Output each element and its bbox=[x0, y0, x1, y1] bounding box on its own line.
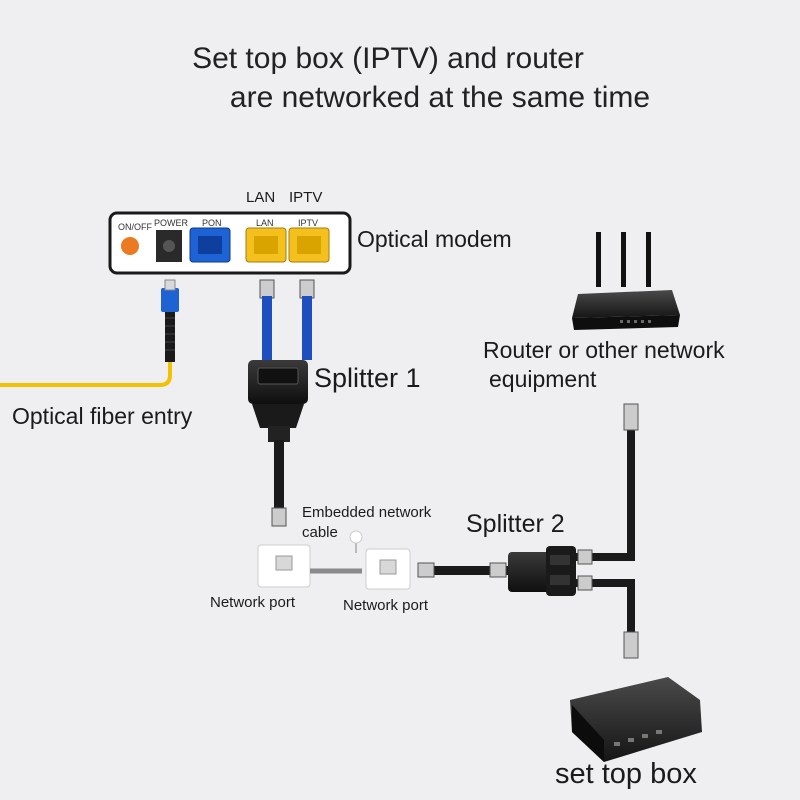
diagram-title-line1: Set top box (IPTV) and router bbox=[192, 42, 584, 75]
set-top-box-icon bbox=[570, 677, 702, 762]
embedded-cable-pin bbox=[349, 530, 363, 553]
cable-splitter1-to-port bbox=[271, 440, 287, 527]
router-label-line1: Router or other network bbox=[483, 337, 725, 363]
blue-patch-cables bbox=[259, 279, 315, 360]
network-port-2 bbox=[365, 548, 411, 590]
lan-port-header: LAN bbox=[246, 189, 276, 206]
optical-modem-label: Optical modem bbox=[357, 226, 512, 252]
splitter-1-label: Splitter 1 bbox=[314, 363, 421, 393]
onoff-button-icon bbox=[121, 237, 139, 255]
optical-fiber-label: Optical fiber entry bbox=[12, 403, 193, 429]
cable-port-to-splitter2 bbox=[417, 562, 510, 578]
network-port-2-label: Network port bbox=[343, 597, 429, 614]
port-label-power: POWER bbox=[154, 218, 189, 228]
splitter-2 bbox=[508, 546, 576, 596]
set-top-box-label: set top box bbox=[555, 758, 697, 790]
router-label-line2: equipment bbox=[489, 366, 597, 392]
optical-fiber-cable bbox=[0, 279, 179, 387]
splitter-1 bbox=[248, 360, 308, 442]
embedded-cable-label-line2: cable bbox=[302, 524, 338, 541]
embedded-cable-label-line1: Embedded network bbox=[302, 504, 432, 521]
diagram-title-line2: are networked at the same time bbox=[229, 81, 651, 114]
optical-modem bbox=[108, 211, 352, 275]
network-port-1-label: Network port bbox=[210, 594, 296, 611]
port-label-onoff: ON/OFF bbox=[118, 222, 152, 232]
network-port-1 bbox=[257, 544, 311, 588]
router-icon bbox=[572, 232, 680, 330]
port-label-iptv: IPTV bbox=[298, 218, 319, 228]
iptv-port-header: IPTV bbox=[289, 189, 323, 206]
splitter-2-label: Splitter 2 bbox=[466, 510, 565, 538]
cables-to-router-and-stb bbox=[576, 403, 639, 659]
port-label-lan: LAN bbox=[256, 218, 274, 228]
port-label-pon: PON bbox=[202, 218, 222, 228]
